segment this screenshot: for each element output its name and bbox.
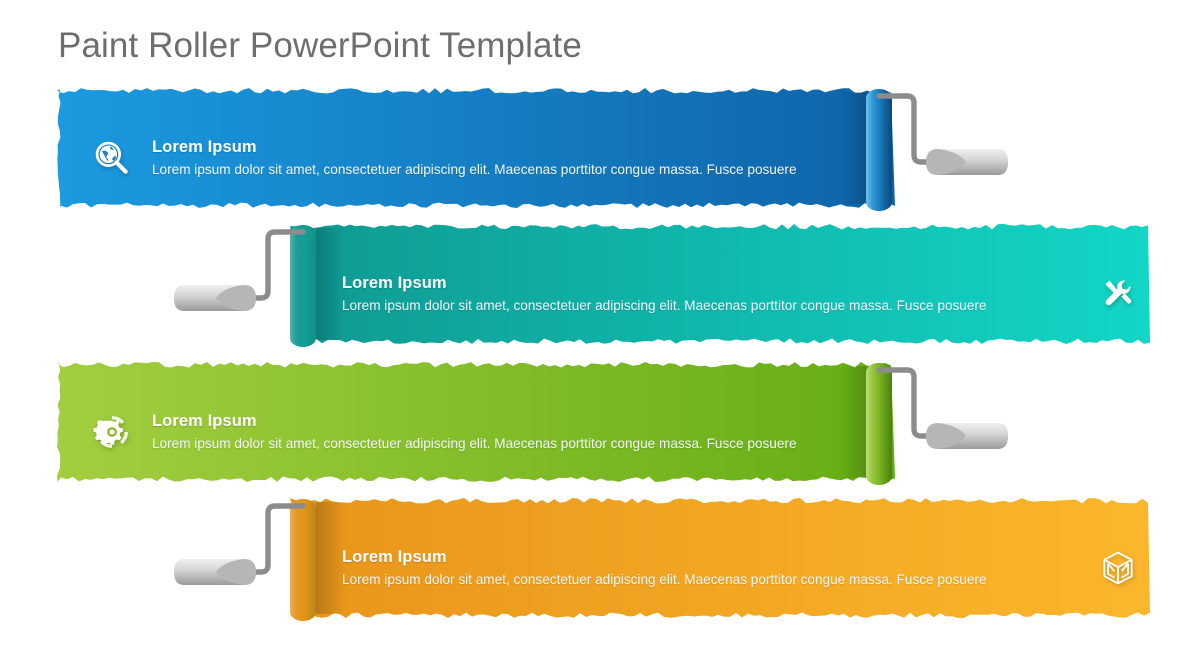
paint-roller-row-4: Lorem Ipsum Lorem ipsum dolor sit amet, … [0,498,1180,638]
row-heading-1: Lorem Ipsum [152,138,257,157]
paint-band-2 [290,224,1150,344]
row-content-3: Lorem Ipsum Lorem ipsum dolor sit amet, … [152,411,797,453]
row-heading-3: Lorem Ipsum [152,412,257,431]
cube-box-icon [1098,548,1138,588]
row-content-4: Lorem Ipsum Lorem ipsum dolor sit amet, … [342,547,987,589]
roller-arm-2 [174,229,306,311]
row-body-3: Lorem ipsum dolor sit amet, consectetuer… [152,435,797,451]
paint-band-fill-2 [290,224,1150,344]
paint-roller-row-2: Lorem Ipsum Lorem ipsum dolor sit amet, … [0,224,1180,364]
row-body-2: Lorem ipsum dolor sit amet, consectetuer… [342,297,987,313]
paint-band-fill-4 [290,498,1150,618]
roller-arm-4 [174,503,306,585]
row-heading-2: Lorem Ipsum [342,274,447,293]
paint-roller-row-1: Lorem Ipsum Lorem ipsum dolor sit amet, … [0,88,1180,228]
row-heading-4: Lorem Ipsum [342,548,447,567]
page-title: Paint Roller PowerPoint Template [58,26,582,65]
paint-band-4 [290,498,1150,618]
paint-band-1 [57,88,895,208]
paint-roller-row-3: Lorem Ipsum Lorem ipsum dolor sit amet, … [0,362,1180,502]
roller-cylinder-3 [866,363,892,485]
paint-band-fill-1 [57,88,895,208]
globe-search-icon [92,138,132,178]
roller-arm-3 [876,367,1008,449]
row-content-1: Lorem Ipsum Lorem ipsum dolor sit amet, … [152,137,797,179]
paint-band-fill-3 [57,362,895,482]
gear-refresh-icon [92,412,132,452]
roller-cylinder-1 [866,89,892,211]
roller-arm-1 [876,93,1008,175]
wrench-screwdriver-icon [1098,274,1138,314]
roller-cylinder-4 [290,499,316,621]
row-body-1: Lorem ipsum dolor sit amet, consectetuer… [152,161,797,177]
paint-band-3 [57,362,895,482]
row-content-2: Lorem Ipsum Lorem ipsum dolor sit amet, … [342,273,987,315]
row-body-4: Lorem ipsum dolor sit amet, consectetuer… [342,571,987,587]
roller-cylinder-2 [290,225,316,347]
